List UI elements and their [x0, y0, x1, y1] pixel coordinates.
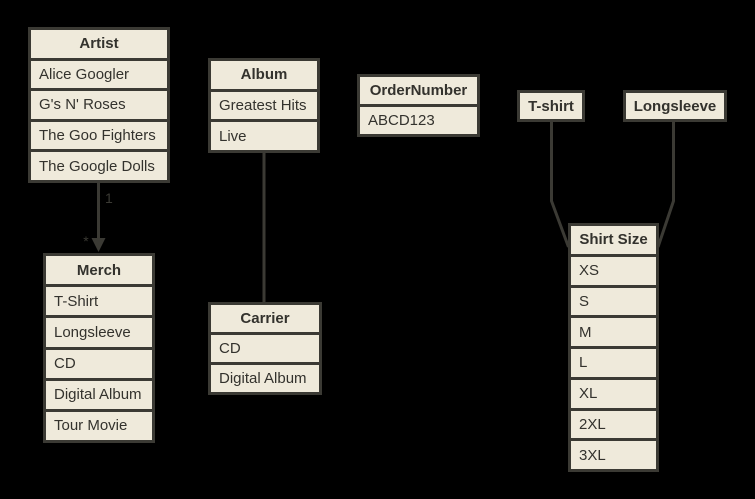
entity-longsleeve: Longsleeve	[623, 90, 727, 122]
entity-tshirt: T-shirt	[517, 90, 585, 122]
table-row: ABCD123	[360, 104, 477, 134]
table-row: Longsleeve	[46, 315, 152, 346]
table-row: L	[571, 346, 656, 377]
table-row: S	[571, 284, 656, 316]
table-row: 3XL	[571, 438, 656, 469]
table-row: Alice Googler	[31, 57, 167, 89]
table-row: The Goo Fighters	[31, 118, 167, 150]
table-row: The Google Dolls	[31, 149, 167, 180]
longsleeve-shirtsize-edge	[656, 122, 675, 248]
table-row: M	[571, 315, 656, 346]
table-row: G's N' Roses	[31, 88, 167, 119]
entity-carrier-title: Carrier	[240, 310, 290, 327]
entity-album: Album Greatest Hits Live	[208, 58, 320, 153]
table-row: Digital Album	[46, 377, 152, 409]
entity-order-number-title: OrderNumber	[369, 82, 468, 99]
entity-album-title: Album	[240, 66, 288, 84]
cardinality-label-one: 1	[105, 190, 113, 206]
entity-carrier: Carrier CD Digital Album	[208, 302, 322, 395]
table-row: T-Shirt	[46, 284, 152, 315]
entity-artist: Artist Alice Googler G's N' Roses The Go…	[28, 27, 170, 183]
tshirt-shirtsize-edge	[550, 122, 570, 248]
table-row: Live	[211, 119, 317, 150]
table-row: 2XL	[571, 407, 656, 439]
entity-order-number: OrderNumber ABCD123	[357, 74, 480, 137]
entity-tshirt-title: T-shirt	[528, 97, 574, 115]
entity-shirt-size-title: Shirt Size	[579, 231, 648, 249]
table-row: Tour Movie	[46, 408, 152, 440]
entity-shirt-size: Shirt Size XS S M L XL 2XL 3XL	[568, 223, 659, 472]
table-row: CD	[211, 332, 319, 362]
cardinality-label-many: *	[83, 233, 89, 249]
entity-artist-title: Artist	[79, 35, 119, 53]
table-row: XL	[571, 376, 656, 408]
table-row: Greatest Hits	[211, 88, 317, 120]
table-row: CD	[46, 346, 152, 378]
entity-longsleeve-title: Longsleeve	[633, 97, 717, 115]
table-row: Digital Album	[211, 362, 319, 392]
artist-merch-arrow: 1 *	[83, 183, 113, 252]
table-row: XS	[571, 253, 656, 285]
entity-merch-title: Merch	[76, 261, 122, 279]
entity-merch: Merch T-Shirt Longsleeve CD Digital Albu…	[43, 253, 155, 443]
arrowhead-icon	[91, 238, 106, 252]
